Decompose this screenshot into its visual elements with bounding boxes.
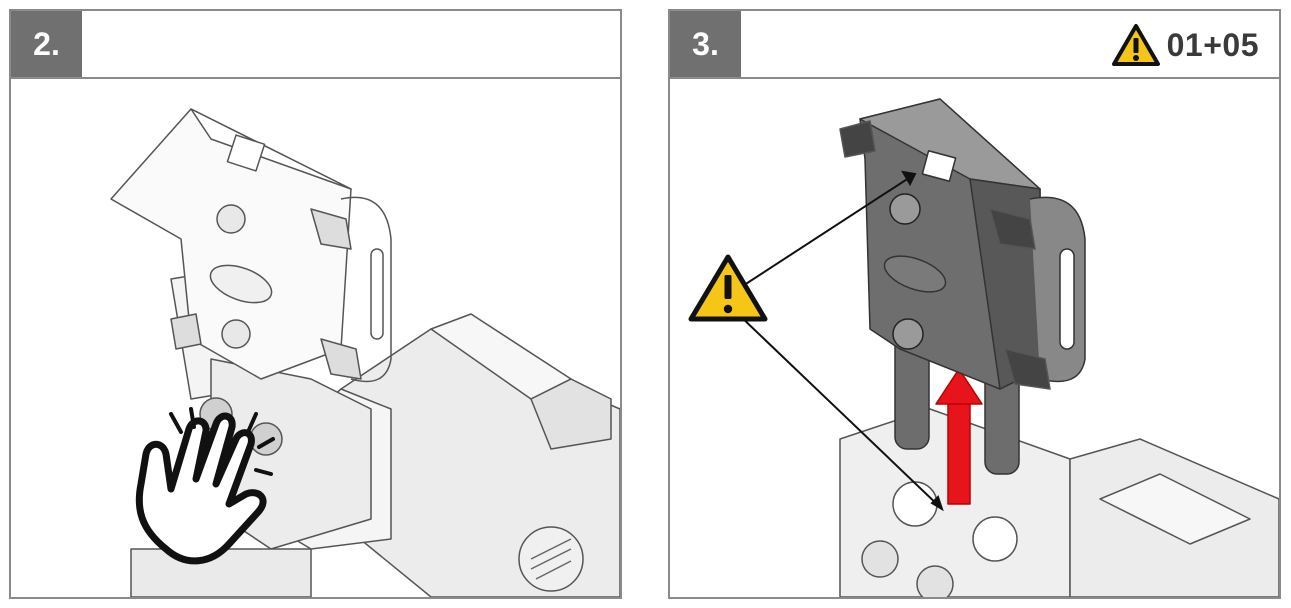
- red-up-arrow-icon: [935, 368, 983, 505]
- warning-reference-text: 01+05: [1166, 26, 1259, 63]
- hand-press-icon: [135, 407, 275, 565]
- step-2-illustration: [110, 108, 620, 597]
- warning-triangle-icon: [688, 254, 768, 322]
- step-2-panel: 2.: [9, 9, 622, 599]
- warning-callout: [737, 170, 944, 512]
- step-2-header: 2.: [11, 11, 620, 79]
- step-3-panel: 3. 01+05: [668, 9, 1281, 599]
- step-3-header: 3. 01+05: [670, 11, 1279, 79]
- step-3-number: 3.: [670, 11, 741, 77]
- step-3-illustration: [688, 98, 1279, 597]
- warning-triangle-icon: [1111, 24, 1160, 66]
- step-2-number: 2.: [11, 11, 82, 77]
- warning-reference: 01+05: [1111, 23, 1259, 67]
